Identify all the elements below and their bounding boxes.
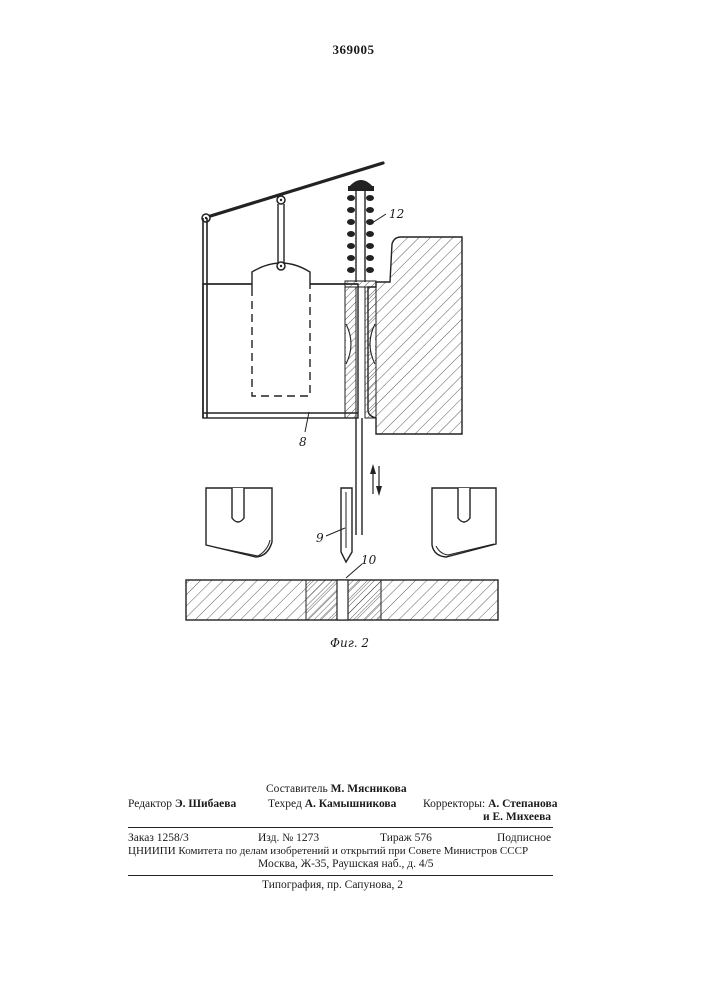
- subscription: Подписное: [497, 832, 551, 845]
- print-run: Тираж 576: [380, 832, 432, 845]
- label-12: 12: [389, 207, 404, 221]
- printer: Типография, пр. Сапунова, 2: [262, 879, 403, 892]
- divider-top: [128, 827, 553, 828]
- address: Москва, Ж-35, Раушская наб., д. 4/5: [258, 858, 434, 871]
- housing-block: [345, 237, 462, 434]
- base-plate: [186, 564, 498, 620]
- figure-caption: Фиг. 2: [330, 636, 369, 650]
- correctors-line: Корректоры: А. Степанова: [423, 798, 557, 811]
- corrector-second: и Е. Михеева: [483, 811, 551, 824]
- organization: ЦНИИПИ Комитета по делам изобретений и о…: [128, 845, 528, 858]
- label-8: 8: [299, 435, 307, 449]
- label-9: 9: [316, 531, 324, 545]
- order-number: Заказ 1258/3: [128, 832, 189, 845]
- float: [252, 262, 310, 396]
- divider-bottom: [128, 875, 553, 876]
- spring: [345, 180, 376, 287]
- motion-arrows: [370, 464, 382, 496]
- left-knife: [206, 488, 272, 557]
- edition-number: Изд. № 1273: [258, 832, 319, 845]
- needle: [341, 418, 362, 562]
- float-hanger: [277, 196, 285, 264]
- editor-line: Редактор Э. Шибаева: [128, 798, 236, 811]
- label-10: 10: [361, 553, 377, 567]
- right-knife: [432, 488, 496, 557]
- tank: [203, 284, 358, 418]
- compiler-line: Составитель М. Мясникова: [266, 783, 407, 796]
- techred-line: Техред А. Камышникова: [268, 798, 396, 811]
- technical-drawing: 12 8 9 10 Фиг. 2: [0, 0, 707, 700]
